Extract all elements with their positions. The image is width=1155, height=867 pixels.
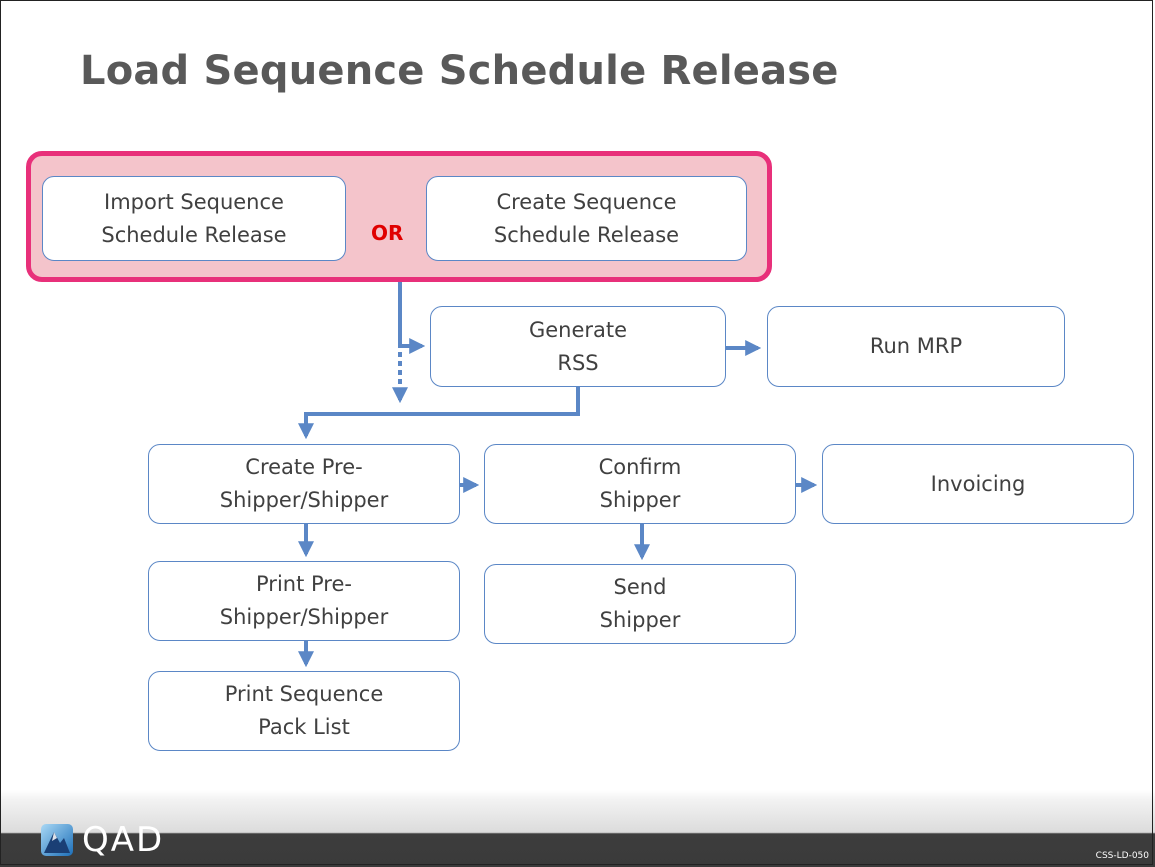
node-label-line: Confirm — [598, 455, 682, 479]
node-invoicing: Invoicing — [822, 444, 1134, 524]
node-create-pre-shipper: Create Pre- Shipper/Shipper — [148, 444, 460, 524]
node-label-line: RSS — [557, 350, 599, 375]
node-label-line: Schedule Release — [101, 222, 287, 247]
node-label-line: Print Sequence — [224, 682, 384, 706]
node-print-pre-shipper: Print Pre- Shipper/Shipper — [148, 561, 460, 641]
arrow-release-to-generate-rss — [398, 282, 426, 354]
node-label-line: Shipper — [599, 608, 681, 632]
node-label-line: Send — [613, 575, 667, 599]
node-label-line: Import Sequence — [104, 189, 284, 214]
node-label-line: Print Pre- — [256, 572, 352, 596]
node-confirm-shipper: Confirm Shipper — [484, 444, 796, 524]
node-generate-rss: Generate RSS — [430, 306, 726, 387]
footer-bar — [0, 790, 1155, 867]
or-label: OR — [371, 221, 404, 245]
slide-code: CSS-LD-050 — [1095, 851, 1149, 861]
node-label-line: Shipper — [599, 488, 681, 512]
qad-logo: QAD — [40, 823, 164, 857]
node-label-line: Pack List — [258, 715, 350, 739]
arrow-generate-rss-to-create-pre-shipper — [298, 387, 580, 440]
node-label-line: Create Pre- — [245, 455, 363, 479]
node-label-line: Run MRP — [869, 334, 963, 358]
node-send-shipper: Send Shipper — [484, 564, 796, 644]
node-label-line: Generate — [528, 317, 628, 342]
node-label-line: Create Sequence — [496, 189, 677, 214]
node-print-sequence-pack-list: Print Sequence Pack List — [148, 671, 460, 751]
node-label-line: Schedule Release — [493, 222, 680, 247]
logo-wordmark: QAD — [82, 820, 165, 860]
node-run-mrp: Run MRP — [767, 306, 1065, 387]
node-label-line: Shipper/Shipper — [219, 488, 389, 512]
slide-title: Load Sequence Schedule Release — [80, 48, 839, 94]
node-import-sequence-schedule-release: Import Sequence Schedule Release — [42, 176, 346, 261]
qad-logo-icon — [41, 824, 73, 856]
node-label-line: Invoicing — [930, 471, 1026, 496]
node-label-line: Shipper/Shipper — [219, 605, 389, 629]
node-create-sequence-schedule-release: Create Sequence Schedule Release — [426, 176, 747, 261]
